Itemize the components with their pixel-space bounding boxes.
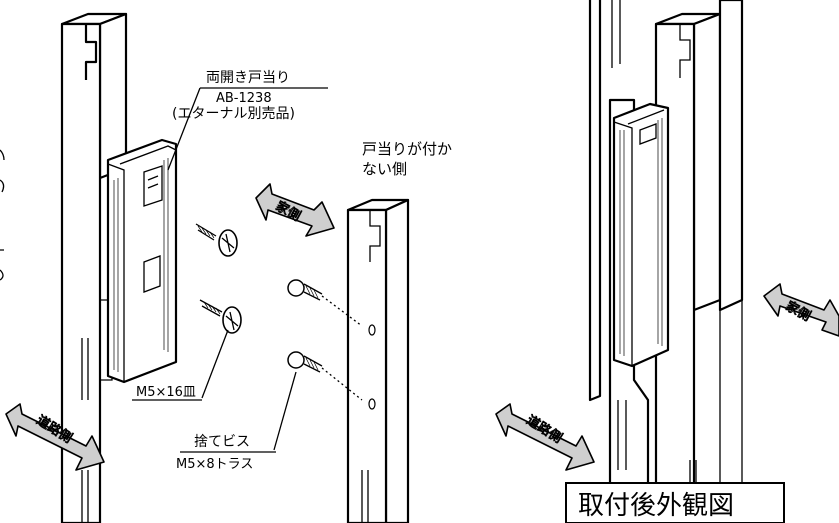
left-edge-fragment	[0, 149, 5, 281]
screw-main-label: M5×16皿	[136, 385, 196, 400]
screw-disposable-label-group: 捨てビス M5×8トラス	[176, 371, 297, 472]
no-stop-side-label-group: 戸当りが付か ない側	[362, 140, 452, 178]
small-screw-upper	[287, 279, 363, 327]
road-side-arrow-right: 道路側	[495, 403, 595, 471]
screw-lower	[199, 299, 242, 334]
screw-disposable-line2: M5×8トラス	[176, 457, 253, 472]
middle-post	[346, 198, 410, 523]
screw-upper	[195, 223, 238, 257]
after-install-view-box: 取付後外観図	[565, 482, 785, 523]
door-stop-note: (エターナル別売品)	[172, 106, 295, 122]
no-stop-side-line1: 戸当りが付か	[362, 140, 452, 158]
screw-disposable-line1: 捨てビス	[194, 433, 250, 450]
door-stop-code: AB-1238	[216, 91, 272, 106]
after-install-view-title: 取付後外観図	[578, 491, 734, 521]
door-stop-name: 両開き戸当り	[206, 70, 290, 86]
left-post	[60, 12, 128, 523]
no-stop-side-line2: ない側	[362, 160, 407, 178]
installed-door-stop	[612, 102, 670, 368]
door-stop-part	[106, 138, 178, 384]
house-side-arrow-middle: 家側	[255, 183, 335, 237]
door-stop-label-group: 両開き戸当り AB-1238 (エターナル別売品)	[167, 70, 328, 171]
screw-main-label-group: M5×16皿	[132, 329, 229, 401]
house-side-arrow-right: 家側	[763, 283, 839, 337]
small-screw-lower	[287, 351, 363, 401]
